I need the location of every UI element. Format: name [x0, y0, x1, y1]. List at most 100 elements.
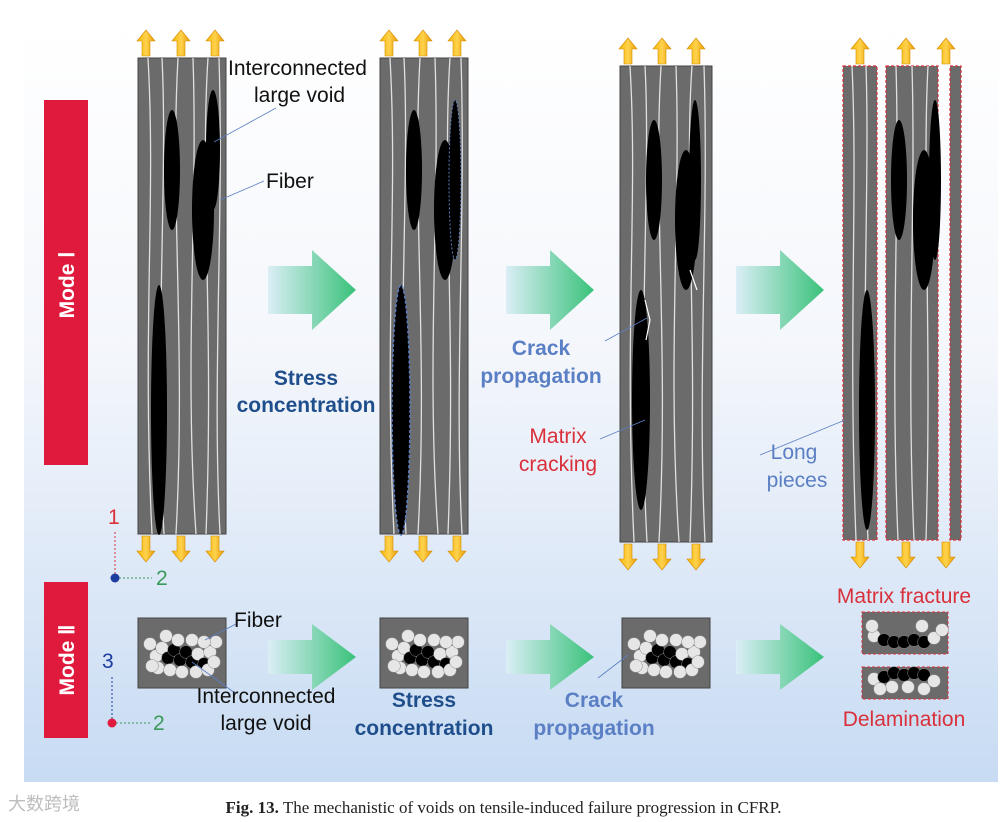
- label-propagation-1: propagation: [480, 365, 601, 388]
- tensile-arrow-down: [618, 543, 638, 571]
- fiber-circle: [171, 633, 185, 647]
- fiber-circle: [655, 633, 669, 647]
- tensile-arrow-down: [652, 543, 672, 571]
- fiber-circle: [427, 633, 441, 647]
- caption-prefix: Fig. 13.: [225, 798, 279, 817]
- fiber-circle: [873, 682, 887, 696]
- mode-one-specimen-1: [137, 57, 227, 535]
- fiber-circle: [439, 635, 453, 649]
- progress-arrow-mode1-2: [506, 250, 594, 330]
- label-concentration-1: concentration: [237, 394, 376, 417]
- mode-one-specimen-3: [619, 65, 713, 543]
- fiber-circle: [197, 635, 211, 649]
- tensile-arrow-down: [171, 535, 191, 563]
- fiber-circle: [647, 663, 661, 677]
- fiber-circle: [175, 665, 189, 679]
- fiber-circle: [885, 680, 899, 694]
- fiber-circle: [159, 629, 173, 643]
- mode-two-section-2: [379, 617, 469, 689]
- fiber-circle: [693, 635, 707, 649]
- fiber-circle: [659, 665, 673, 679]
- axis-top-vertical: 1: [108, 506, 120, 529]
- progress-arrow-mode1-1: [268, 250, 356, 330]
- progress-arrow-mode2-1: [268, 624, 356, 690]
- label-matrix-1: Matrix: [529, 425, 587, 448]
- mode-one-box: Mode Ⅰ: [44, 100, 88, 465]
- tensile-arrow-down: [413, 535, 433, 563]
- tensile-arrow-up: [652, 37, 672, 65]
- label-large-void-2: large void: [220, 712, 311, 735]
- fiber-circle: [673, 665, 687, 679]
- fiber-circle: [185, 633, 199, 647]
- tensile-arrows: [136, 29, 956, 571]
- label-stress-1: Stress: [274, 367, 338, 390]
- tensile-arrow-down: [379, 535, 399, 563]
- label-cracking-1: cracking: [519, 453, 597, 476]
- label-propagation-2: propagation: [533, 717, 654, 740]
- fiber-circle: [917, 682, 931, 696]
- progress-arrow-mode1-3: [736, 250, 824, 330]
- label-concentration-2: concentration: [355, 717, 494, 740]
- fiber-circle: [401, 629, 415, 643]
- mode-two-section-1: [137, 617, 227, 689]
- fiber-circle: [927, 674, 941, 688]
- fiber-circle: [643, 629, 657, 643]
- axis-bottom-vertical: 3: [102, 650, 114, 673]
- tensile-arrow-down: [447, 535, 467, 563]
- axis-bottom-horizontal: 2: [153, 712, 165, 735]
- axis-top-horizontal: 2: [156, 567, 168, 590]
- tensile-arrow-up: [850, 37, 870, 65]
- tensile-arrow-down: [136, 535, 156, 563]
- mode-two-section-4-bottom: [861, 666, 949, 700]
- label-stress-2: Stress: [392, 689, 456, 712]
- fiber-circle: [417, 665, 431, 679]
- fiber-circle: [691, 655, 705, 669]
- caption-text: The mechanistic of voids on tensile-indu…: [282, 798, 782, 817]
- progress-arrow-mode2-2: [506, 624, 594, 690]
- fiber-circle: [413, 633, 427, 647]
- mode-one-specimen-4: [842, 65, 962, 541]
- tensile-arrow-down: [896, 541, 916, 569]
- fiber-circle: [387, 659, 401, 673]
- label-interconnected-1: Interconnected: [228, 57, 367, 80]
- tensile-arrow-down: [850, 541, 870, 569]
- tensile-arrow-up: [379, 29, 399, 57]
- fiber-circle: [681, 635, 695, 649]
- tensile-arrow-up: [686, 37, 706, 65]
- fiber-circle: [189, 665, 203, 679]
- label-long: Long: [771, 441, 818, 464]
- label-fiber-1: Fiber: [266, 170, 314, 193]
- fiber-circle: [209, 635, 223, 649]
- mode-one-specimen-2: [379, 57, 469, 536]
- void-circle: [917, 668, 931, 682]
- tensile-arrow-down: [936, 541, 956, 569]
- axes-bottom: 3 2: [102, 650, 165, 735]
- label-interconnected-2: Interconnected: [197, 685, 336, 708]
- label-fiber-2: Fiber: [234, 609, 282, 632]
- figure-caption: Fig. 13. The mechanistic of voids on ten…: [0, 798, 1007, 818]
- fiber-circle: [629, 659, 643, 673]
- progress-arrow-mode2-3: [736, 624, 824, 690]
- fiber-circle: [145, 659, 159, 673]
- tensile-arrow-down: [205, 535, 225, 563]
- fiber-circle: [163, 663, 177, 677]
- tensile-arrow-up: [936, 37, 956, 65]
- fiber-circle: [935, 623, 949, 637]
- watermark: 大数跨境: [8, 794, 80, 815]
- mode-two-section-4-top: [861, 611, 949, 655]
- mode-two-section-3: [621, 617, 711, 689]
- label-crack-1: Crack: [512, 337, 571, 360]
- label-matrix-fracture: Matrix fracture: [837, 585, 971, 608]
- fiber-circle: [915, 619, 929, 633]
- fiber-circle: [901, 680, 915, 694]
- tensile-arrow-down: [686, 543, 706, 571]
- axes-top: 1 2: [108, 506, 168, 590]
- fiber-circle: [431, 665, 445, 679]
- fiber-circle: [669, 633, 683, 647]
- fiber-circle: [627, 637, 641, 651]
- fiber-circle: [451, 635, 465, 649]
- tensile-arrow-up: [447, 29, 467, 57]
- tensile-arrow-up: [205, 29, 225, 57]
- fiber-circle: [449, 655, 463, 669]
- mode-one-label: Mode Ⅰ: [56, 252, 79, 319]
